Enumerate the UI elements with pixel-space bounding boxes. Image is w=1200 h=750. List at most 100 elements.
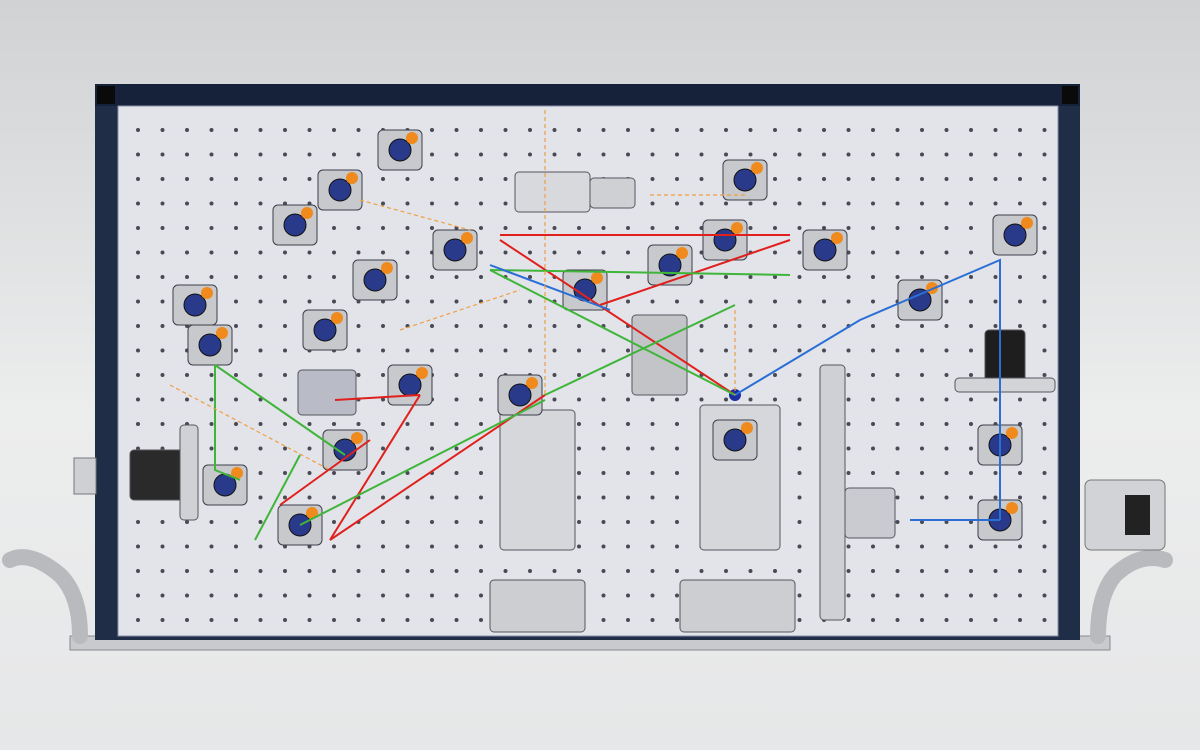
mounting-hole [993,495,998,500]
mirror-mount [647,244,693,286]
beam-green-segment [214,364,346,456]
mounting-hole [871,250,875,255]
mounting-hole [773,152,777,157]
mounting-hole [283,275,287,279]
mounting-hole [846,373,851,377]
mounting-hole [234,128,238,132]
mounting-hole [797,446,802,451]
mounting-hole [675,471,679,475]
mounting-hole [136,128,140,132]
mounting-hole [920,324,924,328]
mounting-hole [479,177,483,181]
mounting-hole [454,299,459,304]
mounting-hole [601,152,606,157]
mounting-hole [699,569,704,573]
mounting-hole [675,397,679,402]
mounting-hole [577,373,581,377]
mirror-mount [302,309,348,351]
mounting-hole [969,128,973,132]
mounting-hole [846,201,851,206]
mounting-hole [773,348,777,353]
mounting-hole [356,373,361,377]
mounting-hole [601,373,606,377]
mounting-hole [307,152,312,157]
mounting-hole [650,471,655,475]
mirror-mount [844,487,896,539]
mounting-hole [871,128,875,132]
adjuster-knob-icon [526,377,538,389]
motor-bracket [954,377,1056,393]
mounting-hole [479,275,483,279]
mounting-hole [381,177,385,181]
mounting-hole [430,201,434,206]
mounting-hole [895,201,900,206]
mounting-hole [626,618,630,622]
optic-icon [813,238,837,262]
mounting-hole [528,324,532,328]
mounting-hole [773,226,777,230]
mounting-hole [234,324,238,328]
mounting-hole [160,324,165,328]
mounting-hole [283,324,287,328]
mounting-hole [871,397,875,402]
beam-orange-segment [359,199,471,231]
mounting-hole [1042,201,1047,206]
mounting-hole [405,593,410,598]
mounting-hole [234,618,238,622]
mounting-hole [822,226,826,230]
mounting-hole [944,422,949,426]
mounting-hole [430,569,434,573]
mounting-hole [1018,397,1022,402]
mounting-hole [773,128,777,132]
mounting-hole [185,618,189,622]
mounting-hole [871,446,875,451]
mounting-hole [944,397,949,402]
mounting-hole [209,226,214,230]
adjuster-knob-icon [1021,217,1033,229]
mounting-hole [479,250,483,255]
mounting-hole [626,495,630,500]
mounting-hole [895,397,900,402]
mounting-hole [430,544,434,549]
mounting-hole [871,618,875,622]
mounting-hole [650,177,655,181]
mounting-hole [454,324,459,328]
adjuster-knob-icon [731,222,743,234]
adjuster-knob-icon [831,232,843,244]
mounting-hole [1042,618,1047,622]
mounting-hole [381,495,385,500]
mounting-hole [381,471,385,475]
rail [819,364,846,621]
mounting-hole [479,520,483,524]
mounting-hole [871,348,875,353]
mounting-hole [136,201,140,206]
optic-icon [388,138,412,162]
mounting-hole [969,177,973,181]
mounting-hole [356,593,361,598]
mounting-hole [797,152,802,157]
mounting-hole [405,226,410,230]
mounting-hole [993,152,998,157]
mounting-hole [993,299,998,304]
mounting-hole [381,201,385,206]
mounting-hole [160,128,165,132]
mounting-hole [993,177,998,181]
translation-stage [499,409,576,551]
mounting-hole [185,520,189,524]
mounting-hole [356,152,361,157]
mounting-hole [944,201,949,206]
mounting-hole [773,299,777,304]
mounting-hole [871,569,875,573]
mounting-hole [993,397,998,402]
motor-bracket [179,424,199,521]
mounting-hole [846,544,851,549]
mirror-mount [202,464,248,506]
mounting-hole [503,299,508,304]
optic-icon [443,238,467,262]
mounting-hole [381,348,385,353]
mounting-hole [479,152,483,157]
mounting-hole [136,324,140,328]
optic-icon [363,268,387,292]
mounting-hole [920,593,924,598]
mounting-hole [675,593,679,598]
